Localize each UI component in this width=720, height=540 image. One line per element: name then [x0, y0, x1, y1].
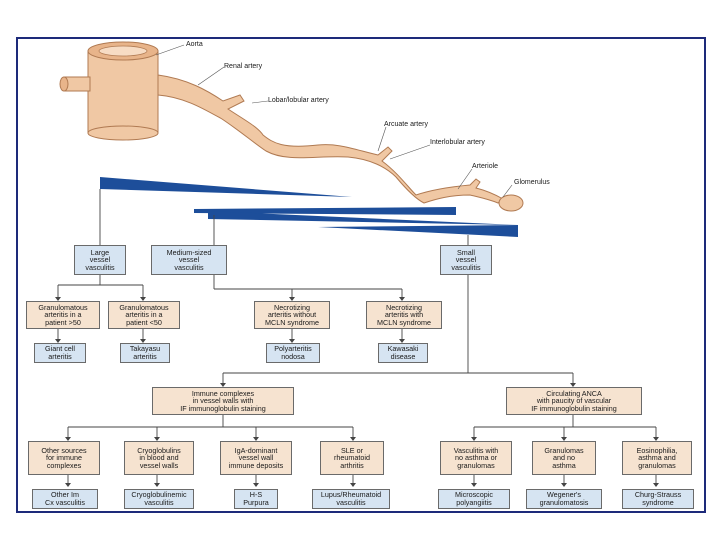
aorta-illustration [59, 41, 159, 141]
vasculitis-diagram-art [55, 41, 659, 487]
hs-purpura-box: H-S Purpura [234, 489, 278, 509]
necrotizing-without-mcln-box: Necrotizing arteritis without MCLN syndr… [254, 301, 330, 329]
circulating-anca-box: Circulating ANCA with paucity of vascula… [506, 387, 642, 415]
label-glomerulus: Glomerulus [514, 179, 550, 186]
other-im-cx-vasculitis-box: Other Im Cx vasculitis [32, 489, 98, 509]
label-renal-artery: Renal artery [224, 63, 263, 70]
polyarteritis-nodosa-box: Polyarteritis nodosa [266, 343, 320, 363]
large-vessel-wedge [100, 177, 352, 197]
lupus-rheumatoid-vasculitis-box: Lupus/Rheumatoid vasculitis [312, 489, 390, 509]
tree-connectors [57, 189, 657, 485]
takayasu-arteritis-box: Takayasu arteritis [120, 343, 170, 363]
granulomas-no-asthma-box: Granulomas and no asthma [532, 441, 596, 475]
medium-vessel-wedge [194, 207, 456, 215]
eosinophilia-asthma-box: Eosinophilia, asthma and granulomas [622, 441, 692, 475]
label-arcuate-artery: Arcuate artery [384, 121, 428, 128]
cryoglobulins-box: Cryoglobulins in blood and vessel walls [124, 441, 194, 475]
iga-dominant-box: IgA-dominant vessel wall immune deposits [220, 441, 292, 475]
renal-artery-tree [157, 74, 524, 212]
granulomatous-under-50-box: Granulomatous arteritis in a patient <50 [108, 301, 180, 329]
cryoglobulinemic-vasculitis-box: Cryoglobulinemic vasculitis [124, 489, 194, 509]
necrotizing-with-mcln-box: Necrotizing arteritis with MCLN syndrome [366, 301, 442, 329]
kawasaki-disease-box: Kawasaki disease [378, 343, 428, 363]
granulomatous-over-50-box: Granulomatous arteritis in a patient >50 [26, 301, 100, 329]
arrow-heads [55, 297, 659, 487]
large-vessel-vasculitis-box: Large vessel vasculitis [74, 245, 126, 275]
immune-complexes-box: Immune complexes in vessel walls with IF… [152, 387, 294, 415]
slide-frame: Aorta Renal artery Lobar/lobular artery … [16, 37, 706, 513]
small-vessel-wedge [318, 225, 518, 237]
label-lobar-artery: Lobar/lobular artery [268, 97, 329, 104]
wegeners-granulomatosis-box: Wegener's granulomatosis [526, 489, 602, 509]
vasculitis-no-asthma-box: Vasculitis with no asthma or granulomas [440, 441, 512, 475]
label-interlobular-artery: Interlobular artery [430, 139, 485, 146]
other-sources-box: Other sources for immune complexes [28, 441, 100, 475]
leader-lines [155, 44, 513, 198]
label-aorta: Aorta [186, 41, 203, 48]
medium-vessel-wedge-2 [208, 211, 518, 225]
sle-rheumatoid-box: SLE or rheumatoid arthritis [320, 441, 384, 475]
medium-vessel-vasculitis-box: Medium-sized vessel vasculitis [151, 245, 227, 275]
microscopic-polyangiitis-box: Microscopic polyangiitis [438, 489, 510, 509]
small-vessel-vasculitis-box: Small vessel vasculitis [440, 245, 492, 275]
label-arteriole: Arteriole [472, 163, 499, 170]
churg-strauss-syndrome-box: Churg-Strauss syndrome [622, 489, 694, 509]
giant-cell-arteritis-box: Giant cell arteritis [34, 343, 86, 363]
